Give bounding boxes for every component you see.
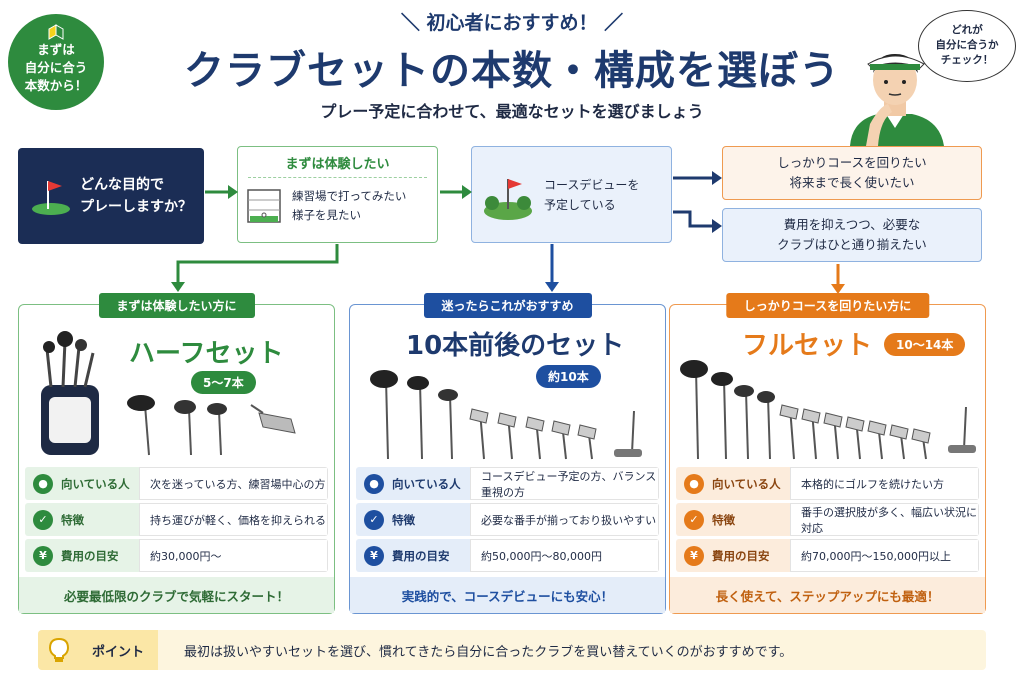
card-footer: 実践的で、コースデビューにも安心！	[350, 577, 665, 613]
bubble-line1: どれが	[951, 24, 983, 36]
debut-box: コースデビューを 予定している	[471, 146, 672, 243]
info-row-target: ● 向いている人 本格的にゴルフを続けたい方	[676, 467, 979, 500]
card-tag: しっかりコースを回りたい方に	[725, 293, 930, 318]
flag-icon	[32, 181, 70, 215]
full1-line1: しっかりコースを回りたい	[777, 155, 927, 170]
bubble-line2: 自分に合うか	[935, 39, 999, 51]
yen-icon: ¥	[364, 545, 384, 566]
row-value: 次を迷っている方、練習場中心の方	[139, 467, 328, 500]
info-row-feature: ✓ 特徴 持ち運びが軽く、価格を抑えられる	[25, 503, 328, 536]
beginner-leaf-icon	[48, 24, 64, 40]
info-row-cost: ¥ 費用の目安 約30,000円〜	[25, 539, 328, 572]
row-label: 特徴	[392, 512, 415, 527]
check-icon: ✓	[33, 509, 53, 530]
driving-range-icon	[247, 189, 281, 223]
row-label: 特徴	[712, 512, 735, 527]
full-set-card: しっかりコースを回りたい方に フルセット 10〜14本	[669, 293, 986, 614]
yen-icon: ¥	[684, 545, 704, 566]
card-title: 10本前後のセット	[406, 331, 625, 361]
page-subtitle: プレー予定に合わせて、最適なセットを選びましょう	[320, 102, 704, 121]
row-value: 番手の選択肢が多く、幅広い状況に対応	[790, 503, 979, 536]
ten-club-set-card: 迷ったらこれがおすすめ 10本前後のセット 約10本 ● 向いている人 コースデビ…	[349, 293, 666, 614]
flow-arrows	[171, 171, 845, 294]
half-set-clubs-illustration	[41, 331, 296, 456]
info-row-cost: ¥ 費用の目安 約50,000円〜80,000円	[356, 539, 659, 572]
badge-line2: 自分に合う	[24, 60, 88, 75]
header-kicker: ＼ 初心者におすすめ！ ／	[400, 12, 624, 34]
beginner-badge: まずは 自分に合う 本数から！	[8, 14, 104, 110]
point-label-box: ポイント	[38, 630, 158, 670]
person-icon: ●	[33, 473, 53, 494]
card-footer: 長く使えて、ステップアップにも最適！	[670, 577, 985, 613]
info-row-feature: ✓ 特徴 番手の選択肢が多く、幅広い状況に対応	[676, 503, 979, 536]
try-heading: まずは体験したい	[248, 153, 427, 178]
info-row-target: ● 向いている人 コースデビュー予定の方、バランス重視の方	[356, 467, 659, 500]
row-value: 約30,000円〜	[139, 539, 328, 572]
row-label: 向いている人	[392, 476, 461, 491]
check-icon: ✓	[684, 509, 704, 530]
try-line2: 様子を見たい	[292, 208, 361, 222]
row-label: 向いている人	[712, 476, 781, 491]
half-set-card: まずは体験したい方に ハーフセット 5〜7本 ● 向いている人 次を迷っている方、…	[18, 293, 335, 614]
yen-icon: ¥	[33, 545, 53, 566]
ten-set-clubs-illustration	[370, 370, 642, 460]
card-tag: 迷ったらこれがおすすめ	[423, 293, 592, 318]
row-label: 向いている人	[61, 476, 130, 491]
full2-line2: クラブはひと通り揃えたい	[777, 237, 927, 252]
row-label: 費用の目安	[392, 548, 450, 563]
info-row-target: ● 向いている人 次を迷っている方、練習場中心の方	[25, 467, 328, 500]
row-value: コースデビュー予定の方、バランス重視の方	[470, 467, 659, 500]
person-icon: ●	[684, 473, 704, 494]
badge-line3: 本数から！	[24, 78, 88, 93]
check-icon: ✓	[364, 509, 384, 530]
card-title: フルセット	[742, 331, 873, 361]
club-count-pill: 5〜7本	[191, 371, 256, 394]
speech-bubble: どれが 自分に合うか チェック！	[918, 10, 1016, 82]
debut-line1: コースデビューを	[544, 177, 640, 192]
club-count-pill: 約10本	[536, 365, 601, 388]
card-footer: 必要最低限のクラブで気軽にスタート！	[19, 577, 334, 613]
info-row-feature: ✓ 特徴 必要な番手が揃っており扱いやすい	[356, 503, 659, 536]
page-title: クラブセットの本数・構成を選ぼう	[184, 48, 840, 94]
try-line1: 練習場で打ってみたい	[292, 189, 407, 203]
question-box: どんな目的で プレーしますか？	[18, 148, 204, 244]
card-title: ハーフセット	[129, 339, 284, 369]
row-value: 約70,000円〜150,000円以上	[790, 539, 979, 572]
full-course-box: しっかりコースを回りたい 将来まで長く使いたい	[722, 146, 982, 200]
person-icon: ●	[364, 473, 384, 494]
bubble-line3: チェック！	[940, 54, 994, 66]
point-text: 最初は扱いやすいセットを選び、慣れてきたら自分に合ったクラブを買い替えていくのが…	[184, 644, 793, 660]
point-label: ポイント	[92, 644, 145, 660]
question-line2: プレーしますか？	[80, 199, 192, 215]
row-value: 約50,000円〜80,000円	[470, 539, 659, 572]
full1-line2: 将来まで長く使いたい	[789, 175, 915, 190]
row-label: 特徴	[61, 512, 84, 527]
question-line1: どんな目的で	[80, 177, 164, 193]
row-value: 本格的にゴルフを続けたい方	[790, 467, 979, 500]
budget-box: 費用を抑えつつ、必要な クラブはひと通り揃えたい	[722, 208, 982, 262]
debut-line2: 予定している	[544, 197, 616, 212]
card-tag: まずは体験したい方に	[98, 293, 255, 318]
golfer-illustration	[850, 54, 944, 146]
row-label: 費用の目安	[61, 548, 119, 563]
try-box: まずは体験したい 練習場で打ってみたい 様子を見たい	[237, 146, 438, 243]
lightbulb-icon	[48, 637, 70, 662]
info-row-cost: ¥ 費用の目安 約70,000円〜150,000円以上	[676, 539, 979, 572]
club-count-pill: 10〜14本	[884, 333, 966, 356]
badge-line1: まずは	[37, 42, 75, 57]
row-value: 必要な番手が揃っており扱いやすい	[470, 503, 659, 536]
full2-line1: 費用を抑えつつ、必要な	[783, 217, 921, 232]
point-bar: ポイント 最初は扱いやすいセットを選び、慣れてきたら自分に合ったクラブを買い替え…	[38, 630, 986, 670]
row-value: 持ち運びが軽く、価格を抑えられる	[139, 503, 328, 536]
row-label: 費用の目安	[712, 548, 770, 563]
full-set-clubs-illustration	[680, 360, 976, 460]
course-flag-icon	[484, 178, 532, 220]
